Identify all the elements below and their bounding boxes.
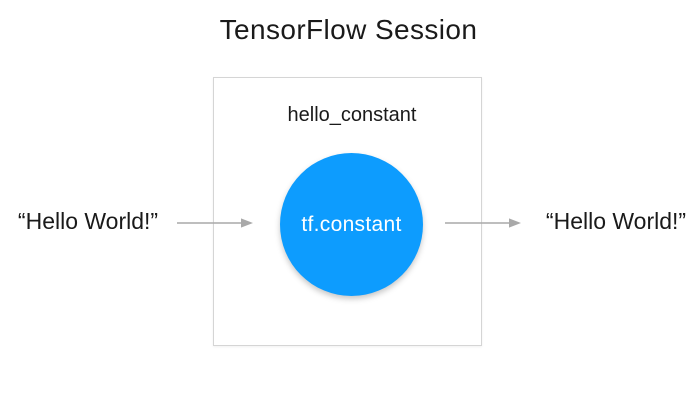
output-arrow-head: [509, 218, 521, 228]
node-circle: [280, 153, 423, 296]
input-arrow-icon: [177, 218, 253, 228]
output-arrow-icon: [445, 218, 521, 228]
session-box: hello_constant tf.constant: [213, 77, 482, 346]
input-arrow-head: [241, 218, 253, 228]
diagram-title: TensorFlow Session: [219, 14, 478, 45]
node-circle-shape: [280, 153, 423, 296]
node-name-label: hello_constant: [287, 104, 417, 126]
tf-constant-node: tf.constant: [280, 153, 423, 296]
node-op-label: tf.constant: [301, 212, 402, 236]
input-value-text: “Hello World!”: [17, 208, 159, 234]
output-value-text: “Hello World!”: [545, 208, 687, 234]
